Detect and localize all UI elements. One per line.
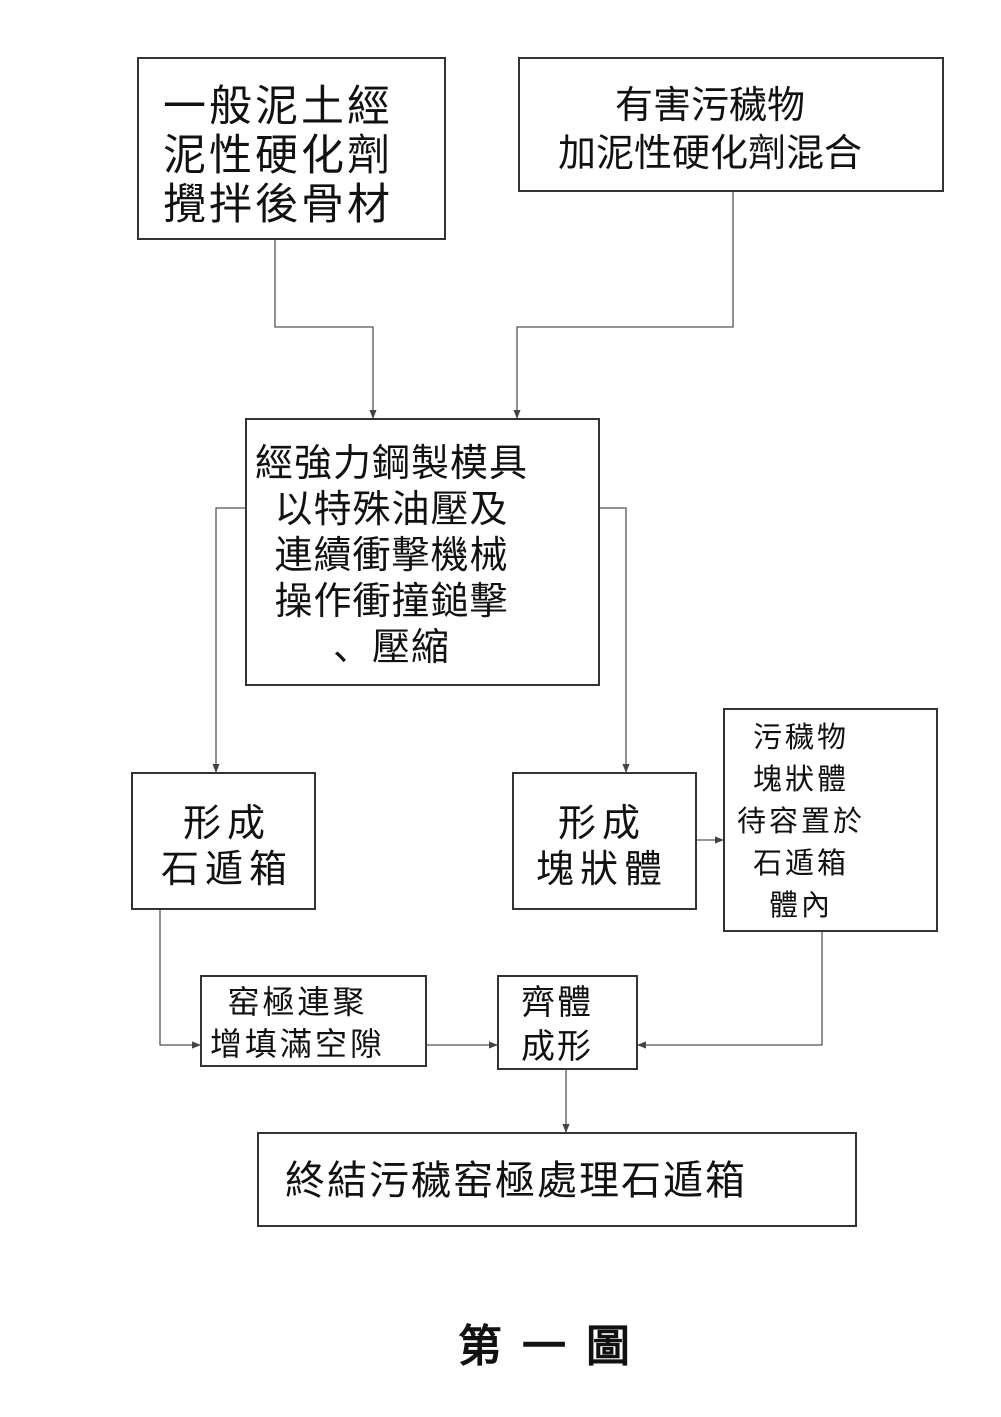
- compression-text: 經強力鋼製模具 以特殊油壓及 連續衝擊機械 操作衝撞鎚擊 、壓縮: [255, 441, 529, 669]
- clay-aggregate-box: 一般泥土經 泥性硬化劑 攪拌後骨材: [137, 57, 446, 240]
- arrow-clay-to-compression: [274, 240, 377, 419]
- form-stone-box-box: 形成 石遁箱: [131, 772, 316, 910]
- clay-aggregate-text: 一般泥土經 泥性硬化劑 攪拌後骨材: [163, 82, 393, 230]
- form-block-text: 形成 塊狀體: [536, 801, 669, 891]
- place-block-text: 污穢物 塊狀體 待容置於 石遁箱 體內: [737, 720, 866, 922]
- kiln-fill-text: 窑極連聚 增填滿空隙: [210, 983, 386, 1063]
- form-block-box: 形成 塊狀體: [512, 772, 697, 910]
- form-stone-box-text: 形成 石遁箱: [161, 801, 294, 891]
- arrow-stonebox-to-kiln: [159, 910, 201, 1049]
- place-block-box: 污穢物 塊狀體 待容置於 石遁箱 體內: [723, 708, 938, 932]
- arrow-place-to-integrated: [637, 932, 823, 1049]
- integrated-form-text: 齊體 成形: [521, 983, 593, 1067]
- compression-box: 經強力鋼製模具 以特殊油壓及 連續衝擊機械 操作衝撞鎚擊 、壓縮: [245, 418, 600, 686]
- final-box: 終結污穢窑極處理石遁箱: [257, 1132, 857, 1227]
- arrow-compression-to-block: [600, 507, 630, 773]
- integrated-form-box: 齊體 成形: [497, 975, 638, 1070]
- waste-mix-box: 有害污穢物 加泥性硬化劑混合: [518, 57, 944, 192]
- kiln-fill-box: 窑極連聚 增填滿空隙: [200, 975, 427, 1067]
- arrow-waste-to-compression: [513, 192, 734, 419]
- arrow-compression-to-stonebox: [212, 507, 245, 773]
- waste-mix-text: 有害污穢物 加泥性硬化劑混合: [558, 83, 863, 175]
- final-text: 終結污穢窑極處理石遁箱: [285, 1158, 747, 1204]
- figure-caption: 第一圖: [458, 1321, 650, 1372]
